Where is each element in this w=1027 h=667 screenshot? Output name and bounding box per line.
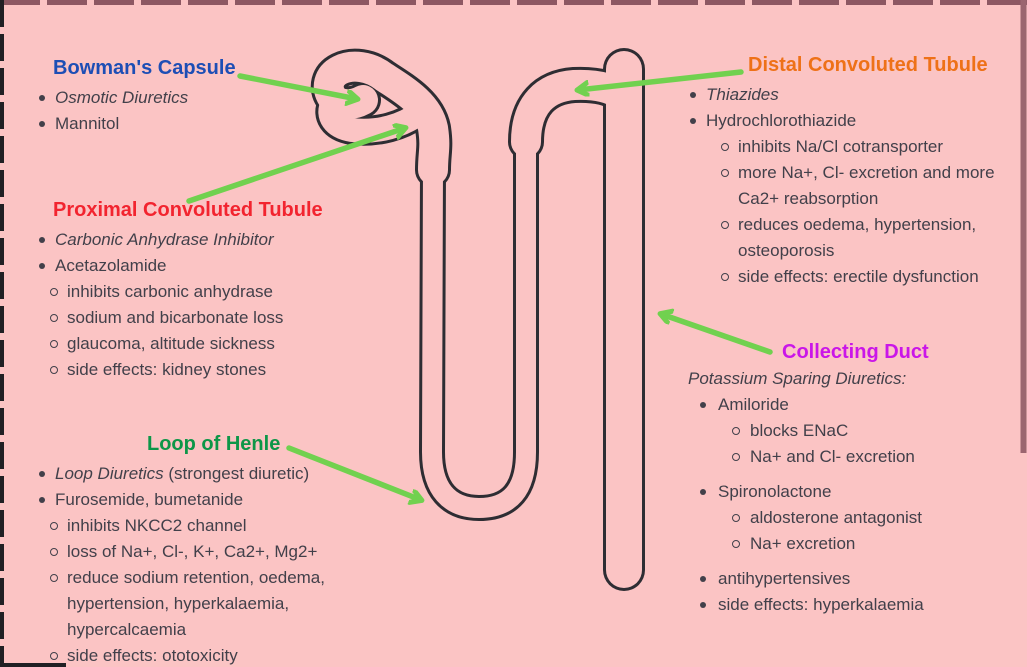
distal-tubule-arrow-icon (578, 69, 744, 90)
collecting-duct-list: Amiloride blocks ENaC Na+ and Cl- excret… (684, 392, 1019, 618)
list-item: side effects: hyperkalaemia (684, 592, 1019, 618)
list-item: Thiazides (684, 82, 1019, 108)
list-item-continuation: hypertension, hyperkalaemia, (67, 594, 290, 613)
collecting-duct-title: Collecting Duct (782, 341, 929, 363)
proximal-tubule-section: Proximal Convoluted Tubule Carbonic Anhy… (36, 198, 376, 383)
pointer-arrows (186, 69, 773, 500)
list-item: Acetazolamide (36, 253, 376, 279)
list-item: reduce sodium retention, oedema, (36, 565, 381, 591)
list-item: blocks ENaC (684, 418, 1019, 444)
proximal-tubule-arrow-icon (186, 128, 405, 204)
list-item: Amiloride (684, 392, 1019, 418)
loop-of-henle-arrow-icon (286, 445, 421, 500)
loop-of-henle-list: Loop Diuretics (strongest diuretic) Furo… (36, 461, 381, 667)
distal-tubule-list: Thiazides Hydrochlorothiazide inhibits N… (684, 82, 1019, 290)
list-item: Furosemide, bumetanide (36, 487, 381, 513)
bowmans-capsule-arrow-icon (237, 73, 357, 99)
list-item: inhibits carbonic anhydrase (36, 279, 376, 305)
list-item: Na+ and Cl- excretion (684, 444, 1019, 470)
list-item: Hydrochlorothiazide (684, 108, 1019, 134)
list-item: sodium and bicarbonate loss (36, 305, 376, 331)
list-item: glaucoma, altitude sickness (36, 331, 376, 357)
collecting-duct-arrow-icon (661, 314, 773, 355)
list-item: side effects: erectile dysfunction (684, 264, 1019, 290)
list-item-continuation: osteoporosis (738, 241, 835, 260)
list-item: side effects: kidney stones (36, 357, 376, 383)
list-item: more Na+, Cl- excretion and more (684, 160, 1019, 186)
regular-text: (strongest diuretic) (163, 464, 310, 483)
list-item: Mannitol (36, 111, 336, 137)
distal-tubule-section: Distal Convoluted Tubule Thiazides Hydro… (684, 53, 1019, 290)
list-item: antihypertensives (684, 566, 1019, 592)
list-item: loss of Na+, Cl-, K+, Ca2+, Mg2+ (36, 539, 381, 565)
list-item: side effects: ototoxicity (36, 643, 381, 667)
list-item: Spironolactone (684, 479, 1019, 505)
loop-of-henle-section: Loop of Henle Loop Diuretics (strongest … (36, 432, 381, 667)
bowmans-capsule-section: Bowman's Capsule Osmotic Diuretics Manni… (36, 56, 336, 137)
list-item: Carbonic Anhydrase Inhibitor (36, 227, 376, 253)
list-item: Loop Diuretics (strongest diuretic) (36, 461, 381, 487)
collecting-duct-section: Collecting Duct Potassium Sparing Diuret… (684, 340, 1019, 618)
loop-of-henle-shape (419, 125, 539, 521)
list-item: Na+ excretion (684, 531, 1019, 557)
list-item: Osmotic Diuretics (36, 85, 336, 111)
proximal-tubule-title: Proximal Convoluted Tubule (53, 199, 323, 221)
nephron-lumen (313, 51, 642, 588)
list-item: aldosterone antagonist (684, 505, 1019, 531)
distal-tubule-title: Distal Convoluted Tubule (748, 54, 988, 76)
loop-lumen (422, 128, 536, 518)
bowmans-capsule-list: Osmotic Diuretics Mannitol (36, 85, 336, 137)
italic-text: Loop Diuretics (55, 464, 164, 483)
list-item: inhibits Na/Cl cotransporter (684, 134, 1019, 160)
loop-of-henle-title: Loop of Henle (147, 433, 281, 455)
potassium-sparing-intro: Potassium Sparing Diuretics: (688, 369, 907, 388)
list-item-continuation: hypercalcaemia (67, 620, 187, 639)
capsule-lower-lobe-lumen (318, 93, 433, 143)
proximal-tubule-list: Carbonic Anhydrase Inhibitor Acetazolami… (36, 227, 376, 383)
list-item-continuation: Ca2+ reabsorption (738, 189, 879, 208)
bowmans-capsule-title: Bowman's Capsule (53, 57, 236, 79)
list-item: inhibits NKCC2 channel (36, 513, 381, 539)
list-item: reduces oedema, hypertension, (684, 212, 1019, 238)
